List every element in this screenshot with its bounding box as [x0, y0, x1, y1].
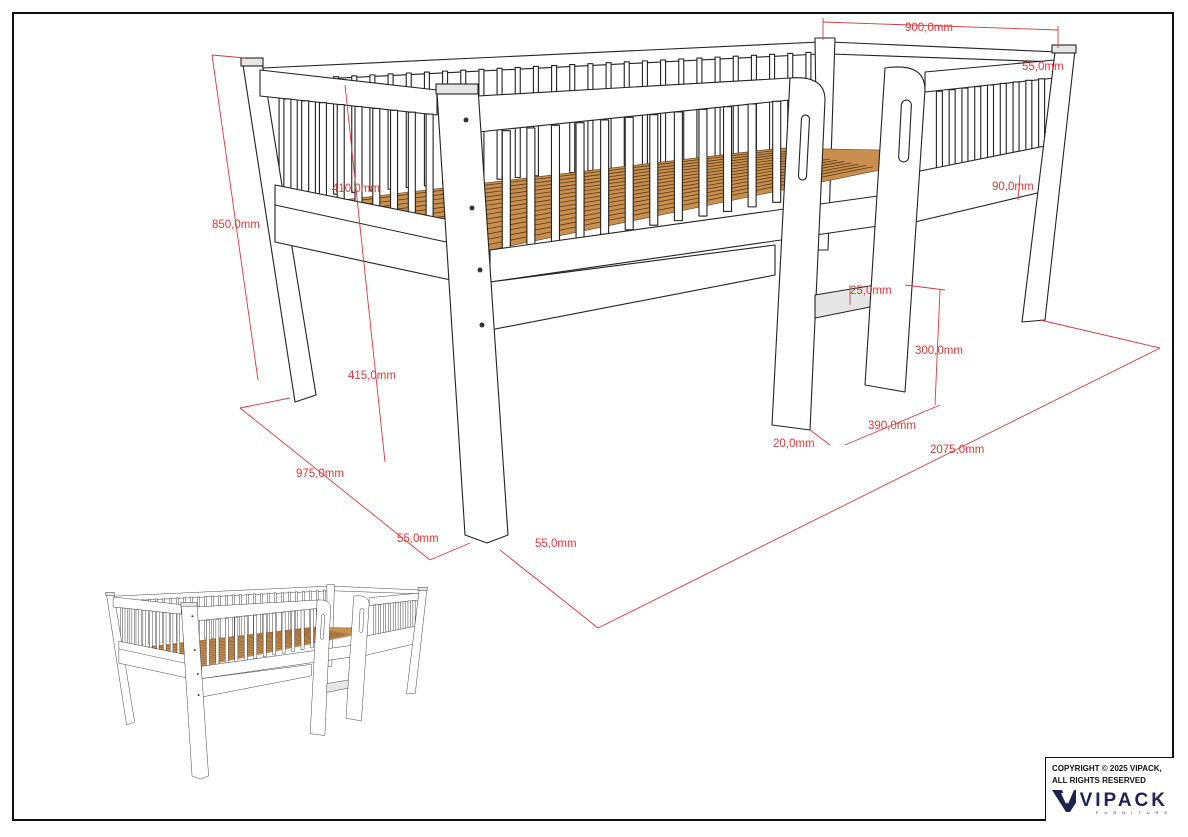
copyright-line-1: COPYRIGHT © 2025 VIPACK,: [1052, 764, 1162, 773]
copyright-line-2: ALL RIGHTS RESERVED: [1052, 776, 1146, 785]
dim-length: 2075,0mm: [930, 444, 984, 456]
dim-rung-height: 300,0mm: [915, 345, 963, 357]
drawing-frame: [12, 12, 1174, 821]
dim-guard-height: 410,0mm: [332, 183, 380, 195]
dim-post-width-a: 55,0mm: [397, 533, 439, 545]
brand-name: VIPACK: [1079, 790, 1168, 811]
dim-width-top: 900,0mm: [905, 22, 953, 34]
brand-sub: FURNITURE: [1096, 810, 1174, 815]
dim-rail-height-top: 55,0mm: [1022, 61, 1064, 73]
copyright-block: COPYRIGHT © 2025 VIPACK, ALL RIGHTS RESE…: [1045, 757, 1174, 821]
dim-lower-rail-height: 90,0mm: [992, 181, 1034, 193]
dimension-lines: [211, 18, 1161, 629]
main-bed-view: [240, 37, 1077, 544]
vipack-logo-mark-icon: [1052, 790, 1076, 812]
dim-ladder-width: 390,0mm: [868, 420, 916, 432]
dim-rung-thickness: 25,0mm: [850, 285, 892, 297]
dim-underbed-height: 415,0mm: [348, 370, 396, 382]
dimension-labels: 900,0mm 55,0mm 90,0mm 850,0mm 410,0mm 41…: [212, 22, 1064, 550]
dim-ladder-thickness: 20,0mm: [773, 438, 815, 450]
dim-post-width-b: 55,0mm: [535, 538, 577, 550]
thumbnail-bed-view: [105, 584, 428, 780]
dim-depth: 975,0mm: [296, 468, 344, 480]
dim-total-height: 850,0mm: [212, 219, 260, 231]
vipack-logo: VIPACK: [1052, 790, 1168, 812]
